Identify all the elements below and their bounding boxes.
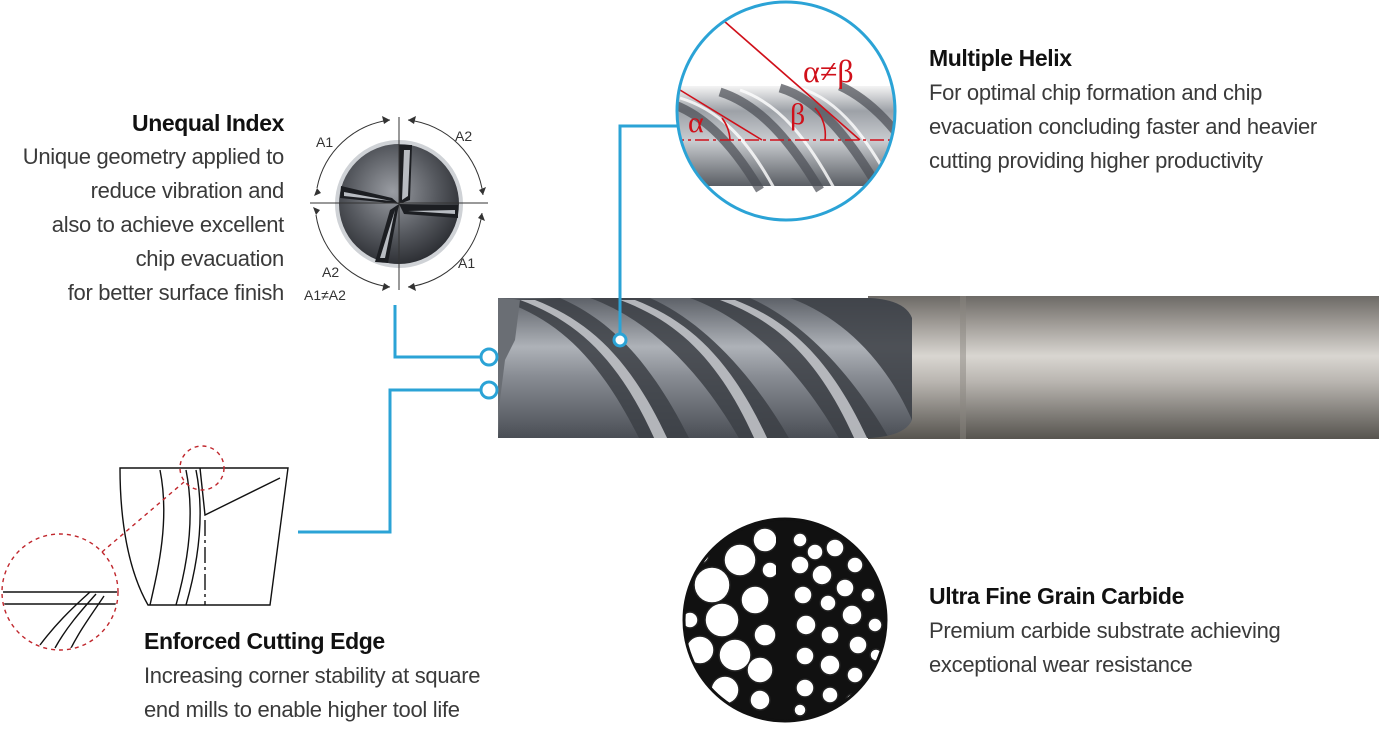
feature-line: chip evacuation [135, 245, 285, 271]
helix-beta-label: β [790, 98, 805, 131]
feature-line: cutting providing higher productivity [929, 147, 1263, 173]
callout-dot-index [479, 347, 499, 367]
feature-line: Unique geometry applied to [22, 143, 285, 169]
unequal-index-diagram: A1 A2 A2 A1 A1≠A2 [304, 116, 488, 303]
feature-unequal-index: Unequal Index Unique geometry applied to… [0, 110, 285, 310]
feature-multiple-helix: Multiple Helix For optimal chip formatio… [929, 45, 1369, 178]
feature-ultra-fine-grain-carbide: Ultra Fine Grain Carbide Premium carbide… [929, 583, 1369, 682]
feature-line: Increasing corner stability at square [144, 662, 481, 688]
helix-alpha-label: α [688, 106, 704, 139]
callout-connectors [298, 124, 678, 534]
index-inequality: A1≠A2 [304, 287, 346, 303]
end-mill-tool [498, 296, 1379, 439]
tool-flutes [498, 298, 912, 438]
feature-line: reduce vibration and [90, 177, 285, 203]
grain-structure-diagram [682, 517, 888, 723]
feature-title: Multiple Helix [929, 45, 1072, 71]
feature-title: Unequal Index [132, 110, 284, 136]
feature-line: also to achieve excellent [51, 211, 285, 237]
helix-magnifier-ring [675, 0, 897, 222]
index-label-a2-bottom: A2 [322, 264, 339, 280]
index-label-a1-top: A1 [316, 134, 333, 150]
cutting-edge-diagram [1, 445, 289, 651]
feature-line: Premium carbide substrate achieving [929, 617, 1281, 643]
feature-line: For optimal chip formation and chip [929, 79, 1263, 105]
feature-line: for better surface finish [67, 279, 285, 305]
index-label-a1-bottom: A1 [458, 255, 475, 271]
helix-magnifier: α≠β α β [675, 0, 897, 222]
callout-dot-edge [479, 380, 499, 400]
tool-shank [868, 296, 1379, 439]
callout-dot-helix [612, 332, 628, 348]
feature-line: evacuation concluding faster and heavier [929, 113, 1317, 139]
feature-line: end mills to enable higher tool life [144, 696, 460, 722]
feature-title: Enforced Cutting Edge [144, 628, 385, 654]
feature-title: Ultra Fine Grain Carbide [929, 583, 1184, 609]
feature-line: exceptional wear resistance [929, 651, 1193, 677]
index-label-a2-top: A2 [455, 128, 472, 144]
feature-enforced-cutting-edge: Enforced Cutting Edge Increasing corner … [144, 628, 504, 727]
helix-angle-inequality: α≠β [803, 53, 854, 89]
